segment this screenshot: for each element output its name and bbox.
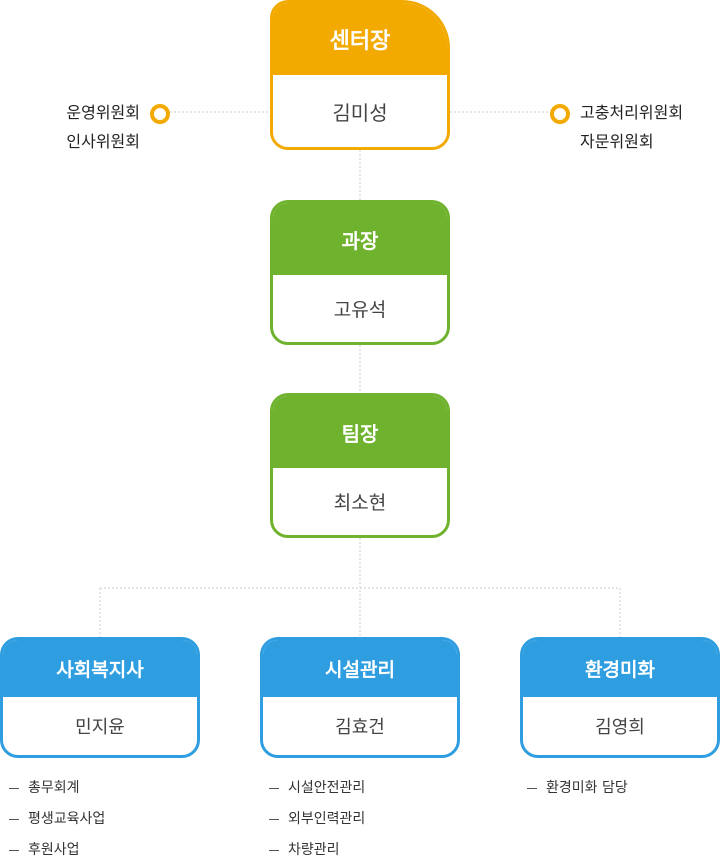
team-leader-box: 팀장 최소현 — [270, 393, 450, 538]
manager-title: 과장 — [273, 203, 447, 275]
center-head-box: 센터장 김미성 — [270, 0, 450, 150]
department-title: 시설관리 — [263, 640, 457, 697]
committee-item: 자문위원회 — [580, 132, 654, 151]
committee-list-left: 운영위원회 인사위원회 — [66, 98, 140, 156]
duty-list-social-worker: 총무회계 평생교육사업 후원사업 — [0, 774, 105, 867]
duty-list-facilities: 시설안전관리 외부인력관리 차량관리 — [260, 774, 365, 867]
center-head-name: 김미성 — [332, 100, 388, 125]
department-name: 김효건 — [335, 717, 385, 738]
manager-box: 과장 고유석 — [270, 200, 450, 345]
department-title: 사회복지사 — [3, 640, 197, 697]
duty-item: 총무회계 — [0, 774, 105, 805]
department-title: 환경미화 — [523, 640, 717, 697]
bullet-circle-icon — [150, 104, 170, 124]
committee-item: 고충처리위원회 — [580, 103, 684, 122]
duty-item: 평생교육사업 — [0, 805, 105, 836]
duty-item: 외부인력관리 — [260, 805, 365, 836]
committee-item: 운영위원회 — [66, 103, 140, 122]
department-box-cleaning: 환경미화 김영희 — [520, 637, 720, 758]
team-leader-title: 팀장 — [273, 396, 447, 468]
department-box-social-worker: 사회복지사 민지윤 — [0, 637, 200, 758]
department-name: 민지윤 — [75, 717, 125, 738]
department-name: 김영희 — [595, 717, 645, 738]
duty-item: 환경미화 담당 — [518, 774, 628, 805]
center-head-title: 센터장 — [273, 3, 447, 75]
bullet-circle-icon — [550, 104, 570, 124]
committee-item: 인사위원회 — [66, 132, 140, 151]
duty-item: 차량관리 — [260, 836, 365, 867]
duty-item: 후원사업 — [0, 836, 105, 867]
committee-list-right: 고충처리위원회 자문위원회 — [580, 98, 683, 156]
duty-item: 시설안전관리 — [260, 774, 365, 805]
duty-list-cleaning: 환경미화 담당 — [518, 774, 628, 805]
department-box-facilities: 시설관리 김효건 — [260, 637, 460, 758]
team-leader-name: 최소현 — [333, 492, 387, 514]
manager-name: 고유석 — [333, 299, 387, 321]
